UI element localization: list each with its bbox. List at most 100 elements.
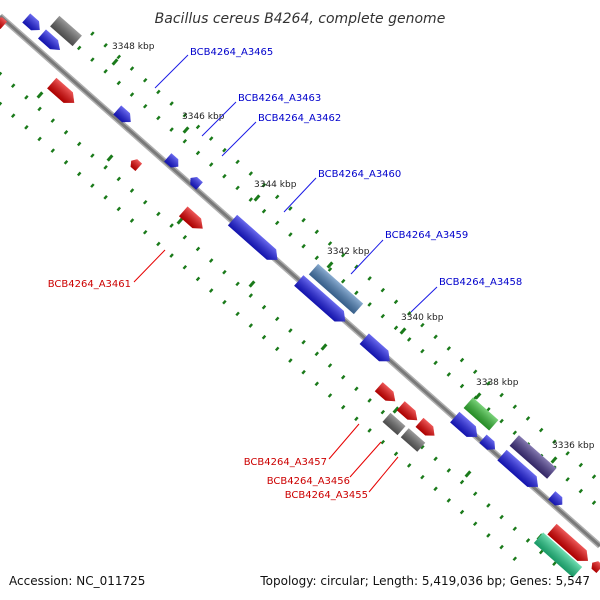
tick-dot xyxy=(486,381,491,386)
tick-dot xyxy=(459,479,465,485)
tick-dot xyxy=(354,264,359,270)
tick-dot xyxy=(169,253,174,258)
tick-dot xyxy=(578,488,584,494)
gene-arrow[interactable] xyxy=(178,206,207,234)
gene-arrow[interactable] xyxy=(47,77,79,108)
gene-label-a3465[interactable]: BCB4264_A3465 xyxy=(190,47,273,58)
tick-dot xyxy=(195,124,201,130)
gene-label-a3463[interactable]: BCB4264_A3463 xyxy=(238,93,321,104)
gene-arrow[interactable] xyxy=(589,559,600,574)
tick-dot xyxy=(248,293,254,298)
tick-dot xyxy=(103,42,108,48)
gene-arrow[interactable] xyxy=(22,13,43,35)
tick-dot xyxy=(578,462,584,468)
gene-arrow[interactable] xyxy=(533,532,583,578)
gene-arrow[interactable] xyxy=(187,174,203,190)
tick-dot xyxy=(103,164,108,170)
tick-dot xyxy=(248,197,254,202)
gene-label-a3461[interactable]: BCB4264_A3461 xyxy=(48,279,131,290)
tick-dot xyxy=(182,234,188,240)
tick-mark xyxy=(464,470,472,478)
tick-dot xyxy=(340,252,346,258)
gene-arrow[interactable] xyxy=(294,275,350,327)
tick-label-3340: 3340 kbp xyxy=(401,313,444,323)
tick-dot xyxy=(208,288,214,293)
gene-arrow[interactable] xyxy=(463,397,499,431)
gene-label-a3456[interactable]: BCB4264_A3456 xyxy=(267,476,350,487)
gene-arrow[interactable] xyxy=(400,428,426,452)
tick-dot xyxy=(90,153,95,158)
tick-dot xyxy=(512,404,518,410)
gene-arrow[interactable] xyxy=(50,15,82,47)
tick-dot xyxy=(499,514,504,520)
tick-dot xyxy=(142,77,148,83)
tick-dot xyxy=(169,101,174,106)
tick-dot xyxy=(248,171,254,176)
gene-label-a3459[interactable]: BCB4264_A3459 xyxy=(385,230,468,241)
gene-arrow[interactable] xyxy=(359,333,395,366)
tick-dot xyxy=(222,299,227,305)
leader-line xyxy=(328,423,360,460)
tick-dot xyxy=(327,363,333,368)
gene-label-a3462[interactable]: BCB4264_A3462 xyxy=(258,113,341,124)
gene-arrow[interactable] xyxy=(0,15,8,30)
tick-dot xyxy=(591,474,597,479)
tick-dot xyxy=(472,491,478,497)
tick-mark xyxy=(399,327,407,335)
gene-arrow[interactable] xyxy=(113,105,134,127)
gene-label-a3460[interactable]: BCB4264_A3460 xyxy=(318,169,401,180)
tick-dot xyxy=(340,278,346,284)
tick-dot xyxy=(538,549,544,555)
tick-dot xyxy=(380,313,386,319)
gene-arrow[interactable] xyxy=(164,153,182,171)
gene-arrow[interactable] xyxy=(497,449,542,492)
tick-dot xyxy=(314,351,320,357)
tick-dot xyxy=(235,311,240,317)
tick-dot xyxy=(565,451,570,456)
gene-arrow[interactable] xyxy=(548,491,566,509)
tick-dot xyxy=(116,176,122,182)
tick-dot xyxy=(406,337,412,342)
gene-arrow[interactable] xyxy=(382,412,406,436)
gene-arrow[interactable] xyxy=(38,29,64,55)
tick-label-3342: 3342 kbp xyxy=(327,247,370,257)
tick-dot xyxy=(459,509,465,515)
gene-label-a3455[interactable]: BCB4264_A3455 xyxy=(285,490,368,501)
tick-dot xyxy=(116,80,122,86)
tick-dot xyxy=(406,311,412,316)
gene-arrow[interactable] xyxy=(415,417,439,440)
gene-arrow[interactable] xyxy=(547,523,592,566)
gene-arrow[interactable] xyxy=(479,434,498,454)
gene-arrow[interactable] xyxy=(450,411,482,442)
gene-arrow[interactable] xyxy=(374,382,399,406)
tick-dot xyxy=(222,269,227,275)
gene-label-a3458[interactable]: BCB4264_A3458 xyxy=(439,277,522,288)
gene-label-a3457[interactable]: BCB4264_A3457 xyxy=(244,457,327,468)
tick-dot xyxy=(261,334,267,340)
tick-dot xyxy=(420,474,425,480)
leader-line xyxy=(221,121,257,157)
tick-label-3336: 3336 kbp xyxy=(552,441,595,451)
tick-dot xyxy=(274,316,280,322)
tick-dot xyxy=(116,206,122,212)
reverse-gene-labels: BCB4264_A3461 BCB4264_A3457 BCB4264_A345… xyxy=(48,279,368,501)
tick-dot xyxy=(314,229,320,235)
tick-dot xyxy=(129,92,135,97)
gene-arrow[interactable] xyxy=(128,157,143,172)
leader-line xyxy=(133,249,166,283)
leader-line xyxy=(368,456,399,493)
gene-arrow[interactable] xyxy=(308,263,364,315)
tick-dot xyxy=(208,258,214,263)
gene-arrow[interactable] xyxy=(509,435,557,479)
tick-dot xyxy=(63,130,69,135)
tick-dot xyxy=(499,544,504,550)
gene-arrow[interactable] xyxy=(227,214,282,265)
tick-dot xyxy=(301,243,306,249)
tick-dot xyxy=(169,127,174,132)
gene-arrow[interactable] xyxy=(396,401,421,425)
tick-dot xyxy=(37,136,42,142)
tick-dot xyxy=(367,398,372,403)
tick-dot xyxy=(235,185,240,191)
tick-dot xyxy=(182,138,188,144)
